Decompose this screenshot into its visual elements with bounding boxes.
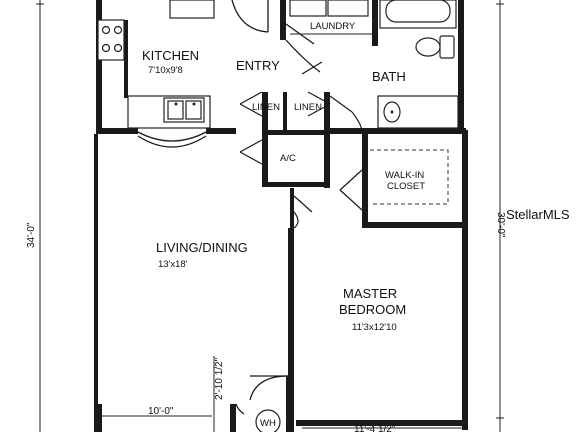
bottom-right-dimension: 11'-4 1/2" [354,424,396,432]
bathtub [379,0,457,29]
toilet [415,35,455,59]
ac-label: A/C [280,153,296,164]
laundry-label: LAUNDRY [310,21,356,32]
walk-in-closet-label-1: WALK-IN [385,170,424,181]
linen-label-1: LINEN [252,102,280,113]
bath-vanity [377,95,459,129]
dimension-labels: 34'-0" 30'-0" 2'-10 1/2" 10'-0" 11'-4 1/… [26,212,506,432]
watermark: StellarMLS [506,207,570,222]
door-width-dimension: 2'-10 1/2" [214,357,225,400]
bath-label: BATH [372,69,406,84]
dimension-lines [36,0,504,432]
kitchen-size: 7'10x9'8 [148,65,183,76]
fixtures [97,0,459,432]
living-dining-label: LIVING/DINING [156,240,248,255]
master-bedroom-label-1: MASTER [343,286,397,301]
doors [137,0,363,415]
master-bedroom-size: 11'3x12'10 [352,322,397,333]
master-bedroom-label-2: BEDROOM [339,302,406,317]
left-total-dimension: 34'-0" [26,222,37,248]
water-heater-label: WH [260,418,276,429]
living-dining-size: 13'x18' [158,259,188,270]
right-total-dimension: 30'-0" [495,212,506,238]
room-labels: KITCHEN 7'10x9'8 ENTRY LAUNDRY BATH LINE… [142,21,425,429]
linen-label-2: LINEN [294,102,322,113]
entry-label: ENTRY [236,58,280,73]
stove [97,19,125,61]
kitchen-label: KITCHEN [142,48,199,63]
walls [94,0,468,432]
water-heater [255,409,281,432]
bottom-left-dimension: 10'-0" [148,406,174,417]
kitchen-sink [163,97,205,123]
walk-in-closet-label-2: CLOSET [387,181,425,192]
